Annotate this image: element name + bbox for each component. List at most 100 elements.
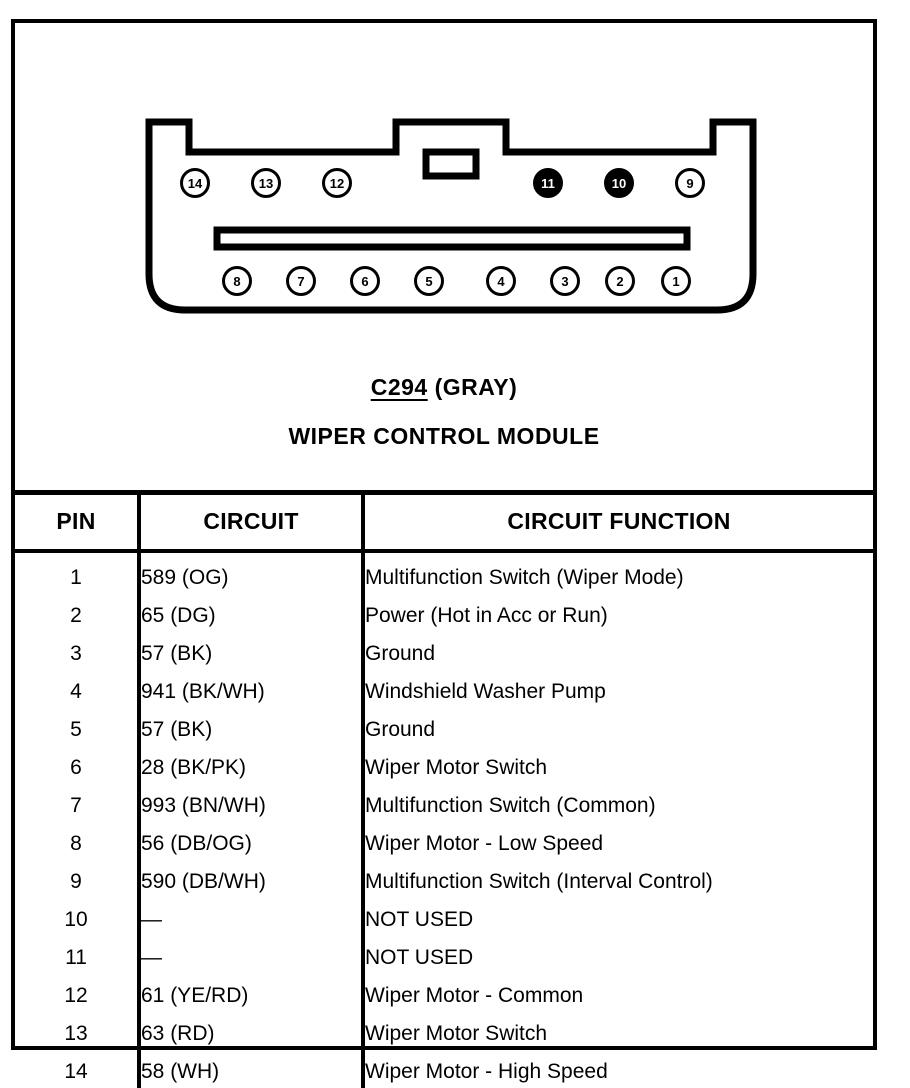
cell-pin: 12 [15, 977, 141, 1015]
cell-circuit: — [139, 939, 365, 977]
cell-function: Ground [365, 642, 436, 665]
connector-id-line: C294 (GRAY) [11, 374, 877, 401]
cell-function: Ground [365, 718, 436, 741]
cell-pin: 11 [15, 939, 141, 977]
cell-circuit: 941 (BK/WH) [139, 673, 365, 711]
cell-function: Power (Hot in Acc or Run) [365, 604, 608, 627]
pin-4-label: 4 [497, 273, 505, 289]
cell-function: Wiper Motor Switch [365, 1022, 548, 1045]
cell-function: Wiper Motor Switch [365, 756, 548, 779]
pin-6[interactable]: 6 [350, 266, 380, 296]
cell-circuit: 56 (DB/OG) [139, 825, 365, 863]
pin-3-label: 3 [561, 273, 569, 289]
pin-8-label: 8 [233, 273, 241, 289]
cell-pin: 1 [15, 551, 141, 597]
cell-pin: 5 [15, 711, 141, 749]
pin-8[interactable]: 8 [222, 266, 252, 296]
cell-pin: 7 [15, 787, 141, 825]
connector-color: (GRAY) [434, 374, 518, 400]
pin-10-label: 10 [611, 175, 627, 191]
cell-circuit: 61 (YE/RD) [139, 977, 365, 1015]
connector-slot-bar [213, 226, 691, 251]
cell-circuit: 993 (BN/WH) [139, 787, 365, 825]
pin-13-label: 13 [258, 175, 274, 191]
cell-function: Windshield Washer Pump [365, 680, 606, 703]
cell-circuit: 58 (WH) [139, 1053, 365, 1088]
cell-pin: 2 [15, 597, 141, 635]
table-header-row: PIN CIRCUIT CIRCUIT FUNCTION [15, 495, 873, 551]
pin-12-label: 12 [329, 175, 345, 191]
cell-function: Wiper Motor - Common [365, 984, 584, 1007]
pin-12[interactable]: 12 [322, 168, 352, 198]
cell-circuit: 589 (OG) [139, 551, 365, 597]
pin-7[interactable]: 7 [286, 266, 316, 296]
pin-9-label: 9 [686, 175, 694, 191]
pin-1[interactable]: 1 [661, 266, 691, 296]
cell-circuit: 63 (RD) [139, 1015, 365, 1053]
cell-pin: 14 [15, 1053, 141, 1088]
pin-2[interactable]: 2 [605, 266, 635, 296]
cell-pin: 10 [15, 901, 141, 939]
cell-function: NOT USED [365, 908, 474, 931]
pin-5[interactable]: 5 [414, 266, 444, 296]
connector-diagram-area: 14 13 12 11 10 9 8 7 6 5 4 3 2 1 C294 (G… [11, 19, 877, 490]
pin-14-label: 14 [187, 175, 203, 191]
header-circuit-function: CIRCUIT FUNCTION [507, 508, 731, 534]
pin-13[interactable]: 13 [251, 168, 281, 198]
header-pin: PIN [15, 495, 141, 551]
pin-6-label: 6 [361, 273, 369, 289]
pin-7-label: 7 [297, 273, 305, 289]
connector-body-shape [145, 118, 757, 314]
cell-function: Wiper Motor - High Speed [365, 1060, 608, 1083]
table-top-rule [11, 490, 877, 495]
cell-circuit: 65 (DG) [139, 597, 365, 635]
cell-circuit: 57 (BK) [139, 711, 365, 749]
table-row: 11—NOT USED [15, 939, 873, 977]
connector-code: C294 [370, 374, 428, 400]
cell-pin: 6 [15, 749, 141, 787]
cell-function: Multifunction Switch (Wiper Mode) [365, 566, 684, 589]
cell-function: Multifunction Switch (Common) [365, 794, 656, 817]
connector-name: WIPER CONTROL MODULE [288, 423, 600, 449]
pin-2-label: 2 [616, 273, 624, 289]
table-row: 10—NOT USED [15, 901, 873, 939]
pin-1-label: 1 [672, 273, 680, 289]
pin-11[interactable]: 11 [533, 168, 563, 198]
pin-11-label: 11 [541, 175, 555, 191]
pin-9[interactable]: 9 [675, 168, 705, 198]
cell-function: Wiper Motor - Low Speed [365, 832, 604, 855]
cell-function: NOT USED [365, 946, 474, 969]
pin-4[interactable]: 4 [486, 266, 516, 296]
table-header: PIN CIRCUIT CIRCUIT FUNCTION [15, 495, 873, 551]
connector-center-tab [422, 148, 480, 180]
cell-function: Multifunction Switch (Interval Control) [365, 870, 713, 893]
pin-3[interactable]: 3 [550, 266, 580, 296]
cell-circuit: 57 (BK) [139, 635, 365, 673]
pin-5-label: 5 [425, 273, 433, 289]
cell-pin: 13 [15, 1015, 141, 1053]
cell-circuit: — [139, 901, 365, 939]
cell-pin: 8 [15, 825, 141, 863]
cell-pin: 9 [15, 863, 141, 901]
connector-caption: C294 (GRAY) WIPER CONTROL MODULE [11, 374, 877, 450]
pin-14[interactable]: 14 [180, 168, 210, 198]
pin-10[interactable]: 10 [604, 168, 634, 198]
cell-pin: 3 [15, 635, 141, 673]
cell-circuit: 590 (DB/WH) [139, 863, 365, 901]
